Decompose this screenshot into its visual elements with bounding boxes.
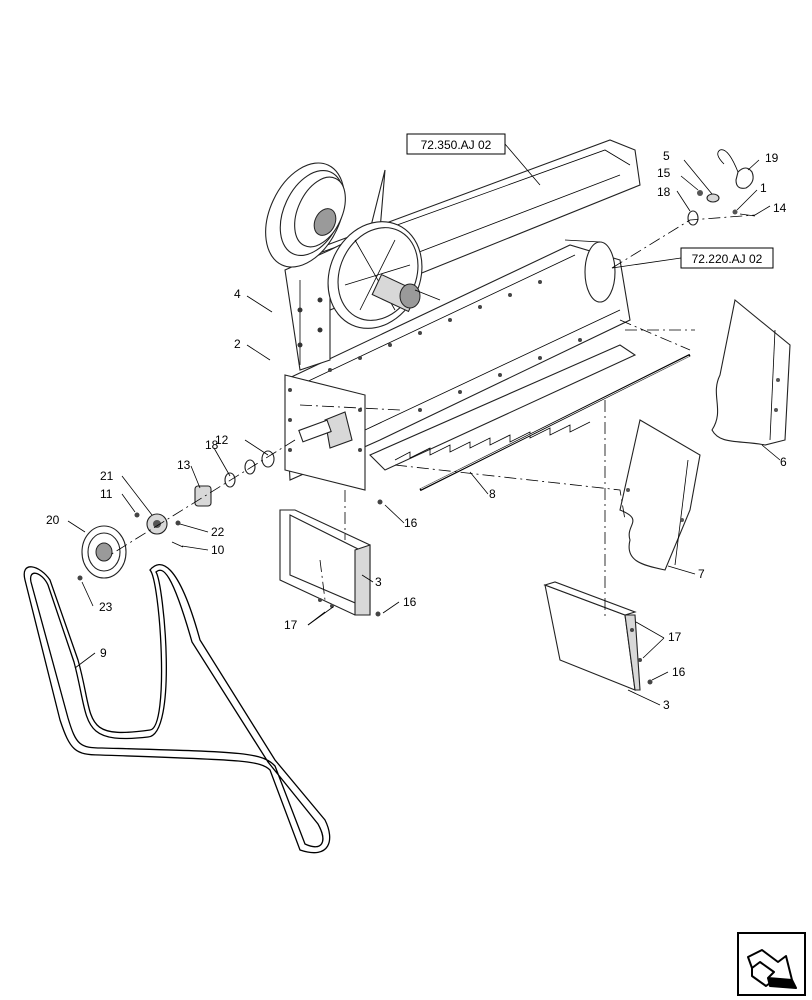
callout-16: 16 — [672, 665, 686, 679]
drive-belt — [23, 563, 331, 854]
part-15 — [697, 190, 703, 196]
callout-18: 18 — [205, 438, 219, 452]
callout-18: 18 — [657, 185, 671, 199]
part-12 — [261, 450, 275, 468]
callout-11: 11 — [100, 487, 113, 501]
callout-12: 12 — [215, 433, 229, 447]
callout-17: 17 — [668, 630, 682, 644]
leader-lines — [67, 159, 781, 706]
part-13 — [194, 485, 212, 507]
part-23 — [77, 575, 83, 581]
part-18 — [687, 210, 699, 226]
callout-19: 19 — [765, 151, 779, 165]
part-1 — [732, 209, 738, 215]
callout-14: 14 — [773, 201, 787, 215]
part-22 — [175, 520, 181, 526]
callout-22: 22 — [211, 525, 225, 539]
callout-17: 17 — [284, 618, 298, 632]
callout-6: 6 — [780, 455, 787, 469]
upper-hardware — [611, 149, 756, 331]
shield-7 — [619, 419, 701, 571]
callout-15: 15 — [657, 166, 671, 180]
callout-2: 2 — [234, 337, 241, 351]
reference-box-upper[interactable]: 72.350.AJ 02 — [406, 133, 506, 155]
drive-pulley-assembly — [265, 162, 441, 371]
callout-7: 7 — [698, 567, 705, 581]
part-10 — [171, 541, 184, 548]
left-end-hardware — [77, 411, 353, 581]
callout-13: 13 — [177, 458, 191, 472]
callout-10: 10 — [211, 543, 225, 557]
reference-box-right[interactable]: 72.220.AJ 02 — [680, 247, 774, 269]
callout-23: 23 — [99, 600, 113, 614]
callout-20: 20 — [46, 513, 60, 527]
callout-8: 8 — [489, 487, 496, 501]
callout-9: 9 — [100, 646, 107, 660]
callout-16: 16 — [404, 516, 418, 530]
callout-3: 3 — [375, 575, 382, 589]
callout-1: 1 — [760, 181, 767, 195]
callout-5: 5 — [663, 149, 670, 163]
callout-3: 3 — [663, 698, 670, 712]
cover-3-right — [543, 400, 653, 691]
callout-4: 4 — [234, 287, 241, 301]
part-11 — [134, 512, 140, 518]
shield-6 — [711, 298, 791, 446]
reference-text: 72.350.AJ 02 — [421, 138, 492, 152]
cover-3-left — [279, 490, 383, 617]
part-5 — [706, 193, 720, 203]
part-14 — [739, 213, 756, 217]
rod-8 — [419, 319, 691, 492]
callout-labels: 5 19 15 1 18 14 4 2 6 18 12 13 21 11 8 1… — [46, 149, 787, 712]
reference-text: 72.220.AJ 02 — [692, 252, 763, 266]
next-page-arrow-icon[interactable] — [737, 932, 806, 996]
callout-21: 21 — [100, 469, 114, 483]
part-19 — [735, 167, 754, 189]
callout-16: 16 — [403, 595, 417, 609]
